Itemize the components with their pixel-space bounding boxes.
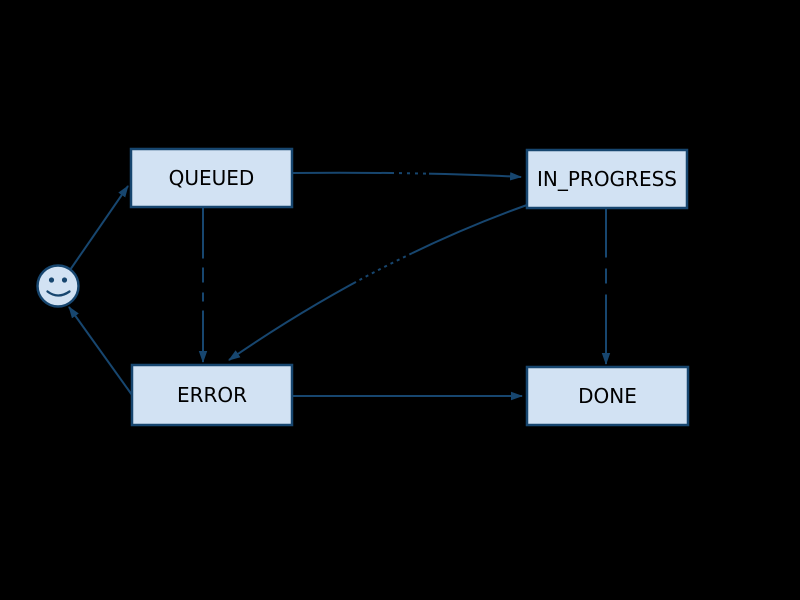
edge-label-mask-in-progress-error <box>354 250 414 285</box>
edge-label-mask-queued-error <box>199 301 207 311</box>
state-node-in-progress: IN_PROGRESS <box>525 148 689 210</box>
state-node-error: ERROR <box>130 363 294 427</box>
edge-label-mask-queued-error <box>199 258 207 268</box>
smiley-left-eye <box>48 277 55 283</box>
smiley-face-icon <box>36 264 80 308</box>
edge-start-to-queued <box>69 185 129 271</box>
state-label: DONE <box>578 384 637 408</box>
edge-label-mask-in-progress-done <box>602 257 610 269</box>
edge-in-progress-to-error <box>228 204 528 361</box>
edge-label-mask-queued-in-progress <box>393 170 430 177</box>
smiley-head <box>36 264 80 308</box>
edge-label-artifacts <box>199 170 610 311</box>
state-box <box>525 365 690 427</box>
state-node-done: DONE <box>525 365 690 427</box>
state-label: IN_PROGRESS <box>537 167 677 191</box>
state-box <box>129 147 294 209</box>
state-label: QUEUED <box>169 166 255 190</box>
state-box <box>130 363 294 427</box>
state-label: ERROR <box>177 383 247 407</box>
smiley-mouth <box>46 290 71 297</box>
smiley-right-eye <box>61 277 68 283</box>
edge-label-mask-queued-error <box>199 282 207 293</box>
edge-label-mask-in-progress-done <box>602 283 610 295</box>
state-box <box>525 148 689 210</box>
edge-error-to-start <box>68 306 133 396</box>
state-node-queued: QUEUED <box>129 147 294 209</box>
